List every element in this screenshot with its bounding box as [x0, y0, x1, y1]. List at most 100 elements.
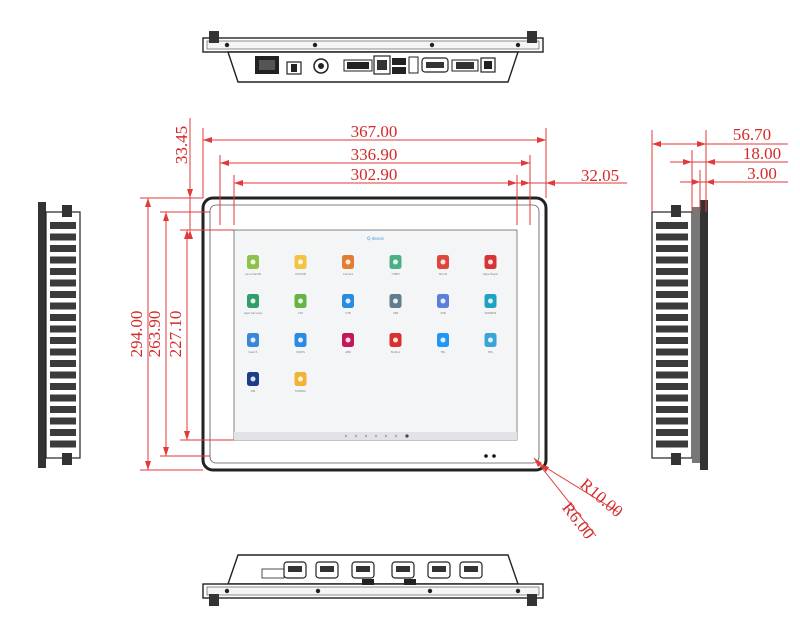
heatsink-fin — [50, 383, 76, 390]
app-label: QIODS — [296, 350, 305, 354]
app-label: USB — [393, 311, 399, 315]
app-item[interactable]: MIS — [484, 333, 497, 354]
right-side-view — [651, 200, 708, 470]
app-item[interactable]: LauncherAB — [245, 255, 261, 276]
dim-bezel-height: 263.90 — [145, 311, 164, 358]
app-label: SDCRDS — [295, 389, 306, 393]
dim-inner-radius: R6.00 — [558, 499, 598, 543]
play-icon — [484, 294, 497, 308]
heatsink-fin — [50, 337, 76, 344]
app-item[interactable]: USB — [389, 294, 402, 315]
app-label: Search — [249, 350, 258, 354]
person-icon — [294, 333, 307, 347]
heatsink-fin — [50, 417, 76, 425]
globe-icon — [484, 333, 497, 347]
heatsink-fin — [656, 383, 688, 390]
indicator-led — [484, 454, 488, 458]
app-item[interactable]: CTK — [294, 294, 307, 315]
dim-depth-lip: 3.00 — [747, 164, 777, 183]
power-switch-icon — [286, 61, 302, 75]
toolbox-icon — [389, 333, 402, 347]
app-label: CTK — [298, 311, 303, 315]
heatsink-fin — [50, 440, 76, 448]
app-label: LauncherAB — [245, 272, 261, 276]
app-item[interactable]: Search — [247, 333, 259, 354]
app-item[interactable]: MCUWB — [294, 255, 307, 276]
app-label: Camera — [343, 272, 354, 276]
heatsink-fin — [656, 279, 688, 287]
app-item[interactable]: TBL — [437, 333, 449, 354]
app-label: Toolbox — [391, 350, 401, 354]
io-ports-icon — [343, 55, 496, 75]
dc-jack-icon — [313, 58, 329, 74]
app-item[interactable]: DIS — [247, 372, 259, 393]
heatsink-fin — [656, 371, 688, 379]
heatsink-fin — [50, 256, 76, 264]
book-icon — [342, 333, 354, 347]
bottom-view — [202, 554, 544, 606]
heatsink-fin — [50, 360, 76, 367]
heatsink-fin — [656, 360, 688, 367]
heatsink-fin — [656, 291, 688, 298]
heatsink-fin — [50, 233, 76, 241]
android-icon — [247, 255, 259, 269]
app-item[interactable]: SDCRDS — [294, 372, 307, 393]
app-item[interactable]: CTMM — [389, 255, 402, 276]
top-view — [202, 31, 544, 83]
gear-icon — [389, 294, 402, 308]
heatsink-fin — [656, 245, 688, 252]
app-item[interactable]: CTB — [342, 294, 354, 315]
heatsink-fin — [656, 325, 688, 333]
app-label: DIS — [251, 389, 256, 393]
serial-ports-icon — [261, 561, 483, 585]
app-item[interactable]: QIODS — [294, 333, 307, 354]
gallery-icon — [247, 294, 259, 308]
app-label: CTMM — [392, 272, 400, 276]
envelope-icon — [294, 255, 307, 269]
heatsink-fin — [656, 440, 688, 448]
heatsink-fin — [50, 406, 76, 413]
flower-icon — [342, 255, 354, 269]
app-item[interactable]: SDWRDS — [484, 294, 497, 315]
dim-overall-height: 294.00 — [127, 311, 146, 358]
indicator-led — [492, 454, 496, 458]
app-item[interactable]: Camera — [342, 255, 354, 276]
app-label: MCUWB — [295, 272, 306, 276]
power-inlet-icon — [255, 56, 279, 74]
heatsink-fin — [50, 291, 76, 298]
app-label: MIS — [488, 350, 493, 354]
dim-offset: 32.05 — [581, 166, 619, 185]
heatsink-fin — [50, 325, 76, 333]
app-item[interactable]: VPN — [437, 294, 449, 315]
heatsink-fin — [656, 268, 688, 275]
heatsink-fin — [50, 394, 76, 402]
app-label: SDWRDS — [485, 311, 497, 315]
cube-icon — [437, 294, 449, 308]
heatsink-fin — [656, 394, 688, 402]
app-label: Apps Player — [483, 272, 499, 276]
dim-screen-height: 227.10 — [166, 311, 185, 358]
dim-depth-front: 18.00 — [743, 144, 781, 163]
app-item[interactable]: Apps Player — [483, 255, 499, 276]
heatsink-fin — [656, 256, 688, 264]
app-item[interactable]: SDcdd — [437, 255, 449, 276]
record-icon — [484, 255, 497, 269]
nav-dots — [344, 434, 409, 438]
app-label: CTB — [345, 311, 350, 315]
heatsink-fin — [50, 302, 76, 310]
app-item[interactable]: ABR — [342, 333, 354, 354]
app-label: SDcdd — [439, 272, 448, 276]
heatsink-fin — [656, 337, 688, 344]
heatsink-fin — [656, 233, 688, 241]
heatsink-fin — [656, 222, 688, 229]
app-item[interactable]: Toolbox — [389, 333, 402, 354]
heatsink-fin — [656, 348, 688, 356]
app-label: Apps Services — [244, 311, 263, 315]
heatsink-fin — [50, 268, 76, 275]
app-item[interactable]: Apps Services — [244, 294, 263, 315]
dim-screen-width: 302.90 — [351, 165, 398, 184]
heatsink-fin — [50, 279, 76, 287]
app-label: VPN — [440, 311, 445, 315]
folder-icon — [294, 372, 307, 386]
